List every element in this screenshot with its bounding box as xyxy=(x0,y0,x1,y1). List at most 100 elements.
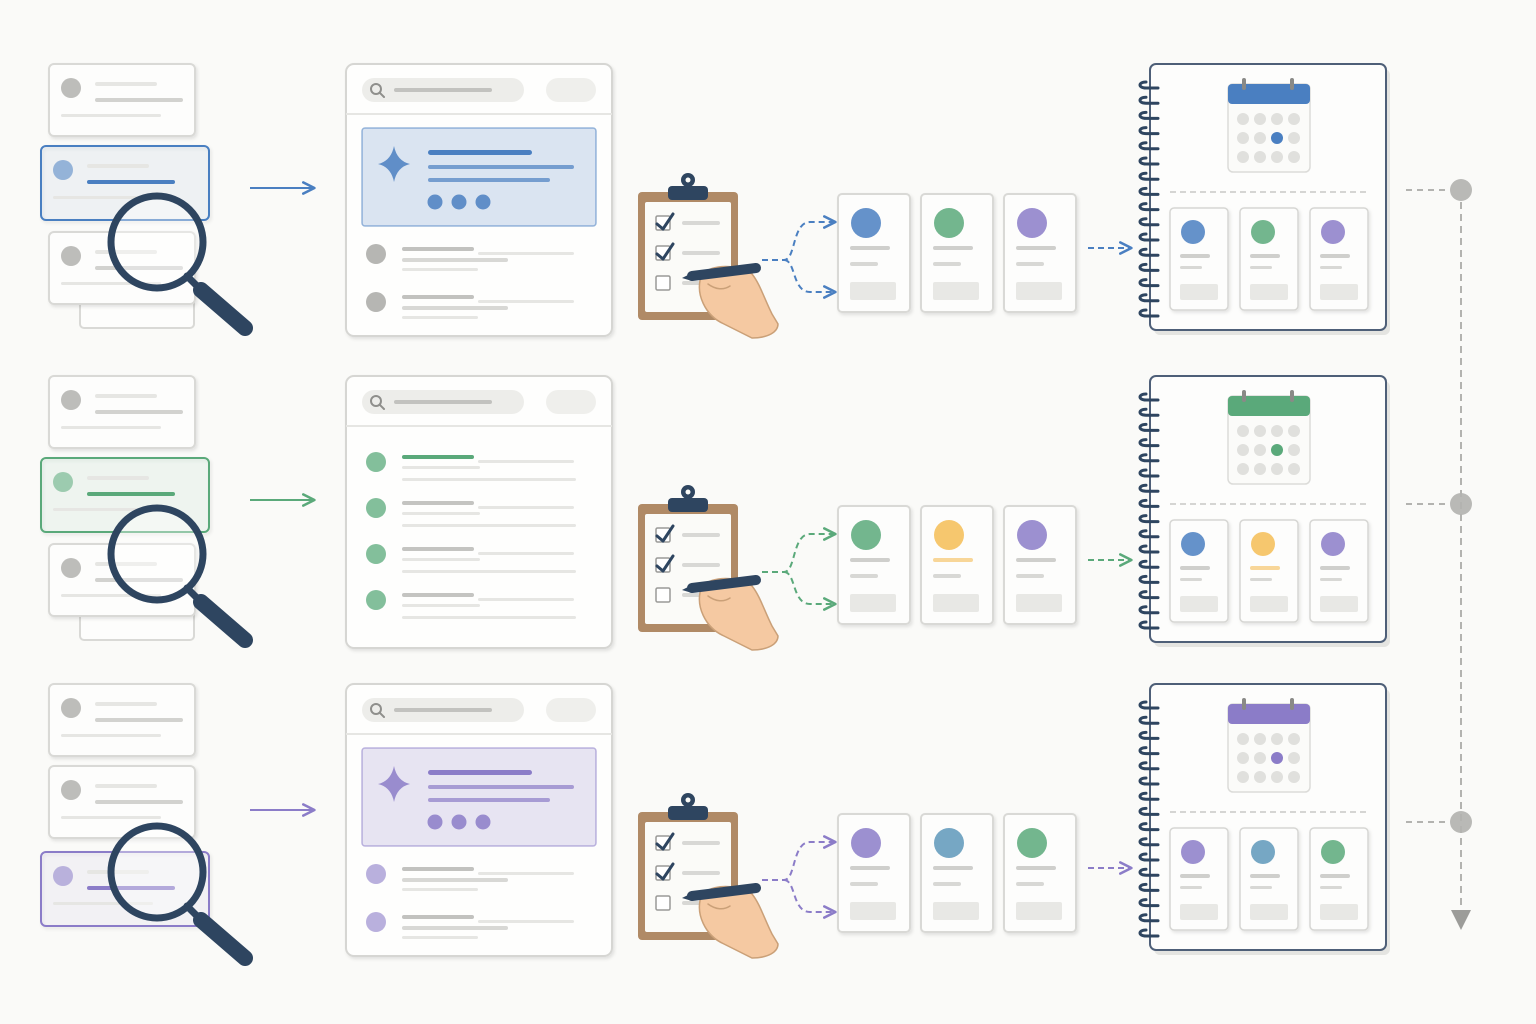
calendar-day xyxy=(1237,425,1249,437)
calendar-icon xyxy=(1227,698,1311,793)
spiral-ring xyxy=(1138,407,1160,417)
source-card-selected-line xyxy=(87,886,175,890)
result-item-line xyxy=(478,920,574,923)
result-item-avatar xyxy=(366,590,386,610)
checkmark-icon xyxy=(655,554,675,573)
option-card-line xyxy=(933,262,961,266)
search-button xyxy=(546,390,596,414)
clipboard-clip xyxy=(668,498,708,512)
spiral-ring xyxy=(1138,247,1160,257)
spiral-ring xyxy=(1138,262,1160,272)
search-query xyxy=(394,400,492,404)
source-card-line xyxy=(95,410,183,414)
calendar-day xyxy=(1288,771,1300,783)
notebook-card-button xyxy=(1250,904,1288,920)
notebook-card xyxy=(1169,827,1229,931)
source-cards xyxy=(40,63,210,329)
notebook-card-button xyxy=(1180,284,1218,300)
spiral-ring xyxy=(1138,141,1160,151)
calendar-day xyxy=(1288,425,1300,437)
option-card-line xyxy=(850,866,890,870)
spiral-ring xyxy=(1138,590,1160,600)
source-card-selected-avatar xyxy=(53,866,73,886)
spiral-ring xyxy=(1138,822,1160,832)
pen-icon xyxy=(687,575,761,593)
calendar-day xyxy=(1254,463,1266,475)
result-item-line xyxy=(478,598,574,601)
source-card-selected-line xyxy=(53,196,153,199)
spiral-ring xyxy=(1138,80,1160,90)
search-button xyxy=(546,698,596,722)
notebook-card-line xyxy=(1180,254,1210,258)
checkmark-icon xyxy=(655,212,675,231)
spiral-ring xyxy=(1138,913,1160,923)
result-item-avatar xyxy=(366,452,386,472)
notebook-card xyxy=(1169,207,1229,311)
notebook-card xyxy=(1309,519,1369,623)
calendar-selected-day xyxy=(1271,752,1283,764)
result-item-avatar xyxy=(366,498,386,518)
notebook-card-line xyxy=(1250,578,1272,581)
branch-arrow-up xyxy=(762,215,837,261)
result-item-line xyxy=(478,872,574,875)
calendar-day xyxy=(1237,771,1249,783)
source-card-avatar xyxy=(61,780,81,800)
source-card-selected xyxy=(40,457,210,533)
featured-line xyxy=(428,150,532,155)
result-item-line xyxy=(402,478,576,481)
option-card xyxy=(837,813,911,933)
spiral-ring xyxy=(1138,529,1160,539)
pen-tip xyxy=(682,273,692,281)
calendar-day xyxy=(1237,132,1249,144)
option-card-line xyxy=(933,574,961,578)
option-card-avatar xyxy=(1017,520,1047,550)
notebook-card-button xyxy=(1320,284,1358,300)
option-card-avatar xyxy=(934,520,964,550)
notebook-card-avatar xyxy=(1251,220,1275,244)
checklist-line xyxy=(682,563,720,567)
clipboard-clip-hole xyxy=(685,489,691,495)
hand-finger-line xyxy=(707,595,731,602)
spiral-ring xyxy=(1138,746,1160,756)
calendar-ring xyxy=(1242,390,1246,402)
calendar-day xyxy=(1237,752,1249,764)
spiral-ring xyxy=(1138,156,1160,166)
option-card-button xyxy=(933,282,979,300)
result-item-avatar xyxy=(366,544,386,564)
calendar-icon xyxy=(1227,78,1311,173)
magnifier-icon xyxy=(107,822,253,966)
featured-line xyxy=(428,785,574,789)
branch-arrow-up xyxy=(762,527,837,573)
result-item-line xyxy=(402,867,474,871)
option-card-line xyxy=(850,882,878,886)
result-dot xyxy=(427,194,443,210)
calendar-day xyxy=(1288,151,1300,163)
spiral-ring xyxy=(1138,186,1160,196)
result-item-line xyxy=(402,268,478,271)
notebook-card-line xyxy=(1320,578,1342,581)
calendar-selected-day xyxy=(1271,444,1283,456)
calendar-header xyxy=(1228,704,1310,724)
option-card-line xyxy=(933,558,973,562)
calendar-day xyxy=(1237,463,1249,475)
result-item-line xyxy=(402,570,576,573)
magnifier-icon-lens xyxy=(107,822,207,922)
notebook-card-line xyxy=(1320,266,1342,269)
option-card-line xyxy=(1016,882,1044,886)
option-card-avatar xyxy=(851,828,881,858)
clipboard-clip xyxy=(668,806,708,820)
option-card xyxy=(920,813,994,933)
source-card-line xyxy=(95,702,157,706)
calendar-day xyxy=(1288,752,1300,764)
spiral-ring xyxy=(1138,171,1160,181)
checklist-line xyxy=(682,251,720,255)
spiral-ring xyxy=(1138,898,1160,908)
option-card xyxy=(837,193,911,313)
calendar-day xyxy=(1237,733,1249,745)
pen-icon xyxy=(687,263,761,281)
calendar-day xyxy=(1288,463,1300,475)
source-card-line xyxy=(61,734,161,737)
notebook-card-line xyxy=(1320,566,1350,570)
checkbox xyxy=(655,895,671,911)
notebook-card-button xyxy=(1320,596,1358,612)
